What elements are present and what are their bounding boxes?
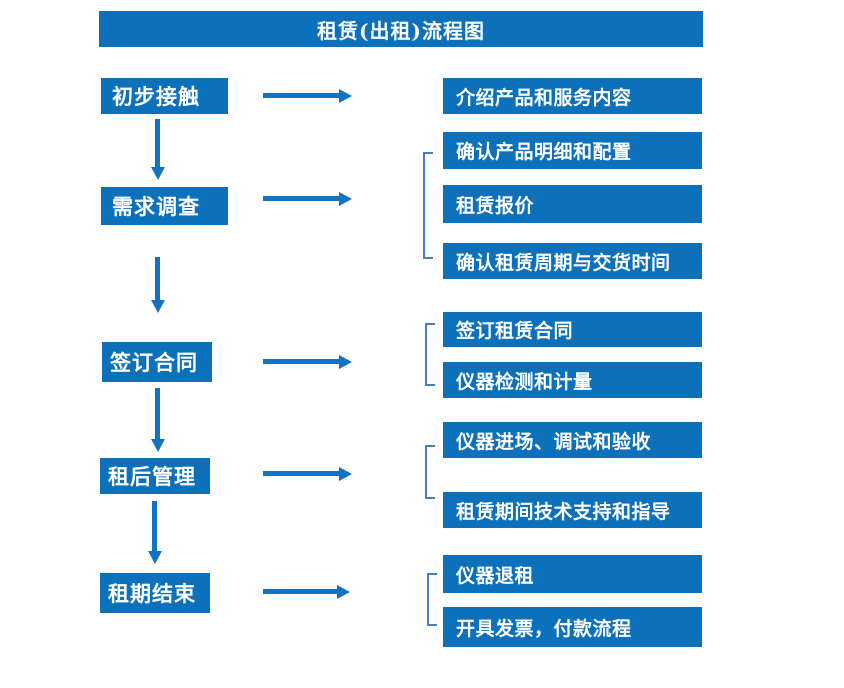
down-arrow-icon-1 [155, 119, 160, 167]
flowchart-title: 租赁(出租)流程图 [99, 11, 703, 47]
detail-box-instrument-return: 仪器退租 [443, 555, 702, 593]
detail-box-introduce-products: 介绍产品和服务内容 [443, 78, 702, 114]
detail-box-confirm-period-delivery: 确认租赁周期与交货时间 [443, 243, 702, 279]
right-arrow-icon-2 [263, 196, 339, 201]
stage-box-demand-survey: 需求调查 [101, 187, 228, 225]
down-arrow-icon-2 [155, 257, 160, 300]
detail-box-rental-tech-support: 租赁期间技术支持和指导 [443, 492, 702, 528]
detail-box-instrument-testing: 仪器检测和计量 [443, 362, 702, 398]
stage-box-initial-contact: 初步接触 [101, 78, 228, 114]
stage-box-post-rental-management: 租后管理 [100, 458, 210, 494]
right-arrow-icon-4 [263, 471, 339, 476]
down-arrow-icon-4 [152, 501, 157, 551]
detail-box-rental-quote: 租赁报价 [443, 185, 702, 223]
right-arrow-icon-1 [263, 93, 339, 98]
stage-box-lease-end: 租期结束 [100, 573, 210, 613]
bracket-connector-sign-contract [425, 323, 435, 386]
down-arrow-icon-3 [155, 388, 160, 439]
bracket-connector-post-rental [425, 445, 435, 499]
detail-box-sign-rental-contract: 签订租赁合同 [443, 312, 702, 347]
bracket-connector-demand-survey [423, 152, 433, 259]
right-arrow-icon-3 [263, 359, 339, 364]
right-arrow-icon-5 [263, 589, 337, 594]
detail-box-instrument-setup-acceptance: 仪器进场、调试和验收 [443, 422, 702, 458]
detail-box-confirm-details-config: 确认产品明细和配置 [443, 132, 702, 169]
stage-box-sign-contract: 签订合同 [102, 342, 212, 382]
detail-box-invoice-payment: 开具发票，付款流程 [443, 607, 702, 647]
bracket-connector-lease-end [427, 573, 437, 626]
